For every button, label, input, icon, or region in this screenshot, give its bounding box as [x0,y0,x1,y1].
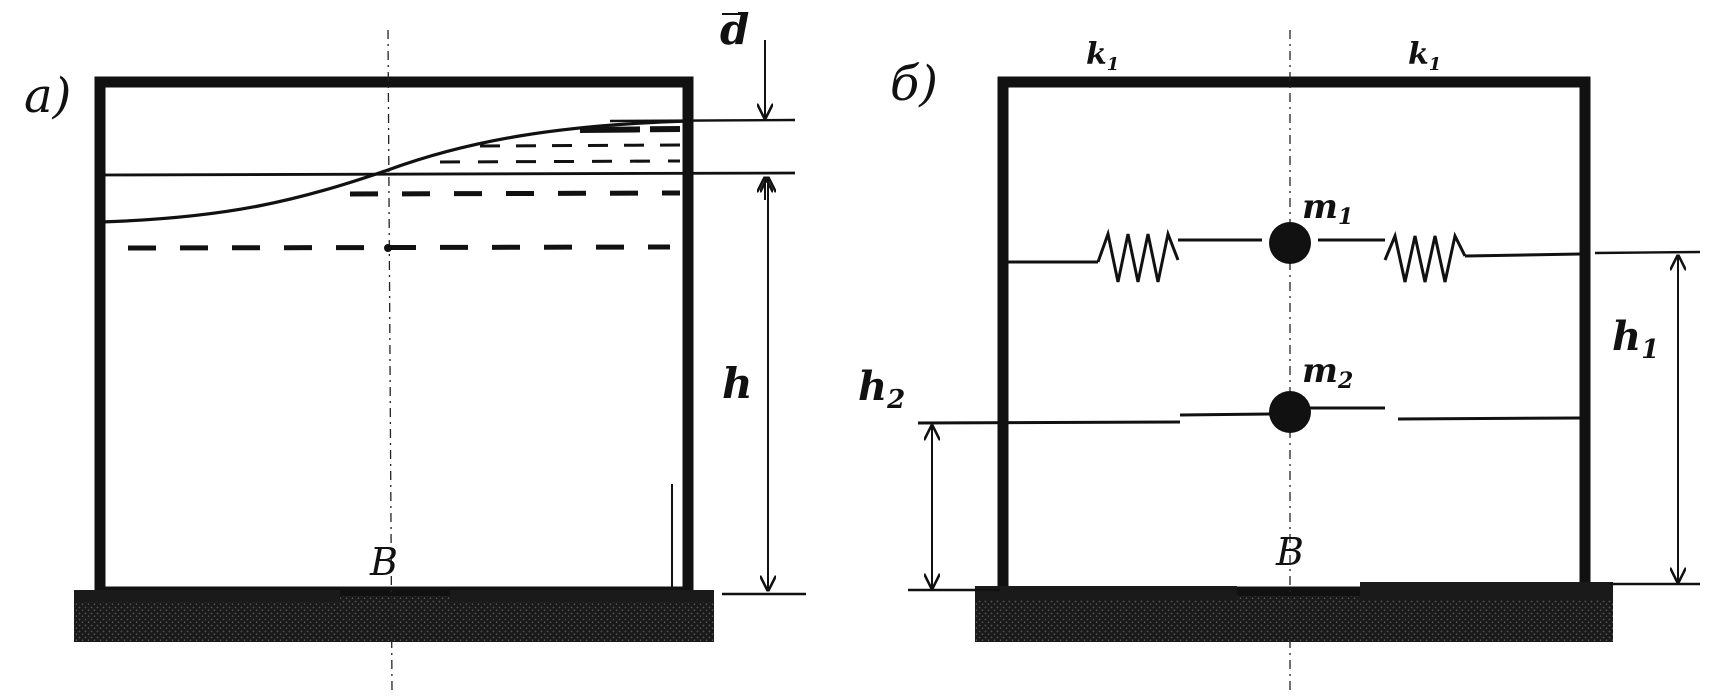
h2-label: h2 [858,363,905,415]
tank-b-walls [997,76,1591,598]
h1-label: h1 [1612,313,1659,365]
m2-label: m2 [1302,351,1353,394]
dashed-lines-a [127,126,681,251]
panel-a-label: а) [24,68,71,124]
sloshing-surface-a [99,119,689,224]
d-label: d [720,5,749,54]
ground-a [74,590,714,642]
b-label-a: B [369,540,398,584]
centerline-a [387,29,393,691]
top-surface-line-a [609,118,796,123]
lower-rigid-line [917,406,1581,425]
tank-a-walls [94,76,694,598]
panel-b-label: б) [890,56,938,112]
still-surface-a [99,171,796,177]
b-label-b: B [1275,530,1304,574]
upper-spring-assembly [1008,228,1581,283]
k-left-label: k1 [1086,37,1119,75]
mass-m2 [1269,391,1311,433]
mass-m1 [1269,222,1311,264]
center-dot-a [384,244,392,252]
panel-b: б) k1 k1 m1 m2 h1 h2 B [858,30,1701,690]
k-right-label: k1 [1408,37,1441,75]
m1-label: m1 [1302,187,1353,230]
ground-b [975,582,1613,642]
h1-top-tick [1594,250,1701,255]
panel-a: а) d h B [24,5,806,691]
h-label: h [722,359,753,408]
